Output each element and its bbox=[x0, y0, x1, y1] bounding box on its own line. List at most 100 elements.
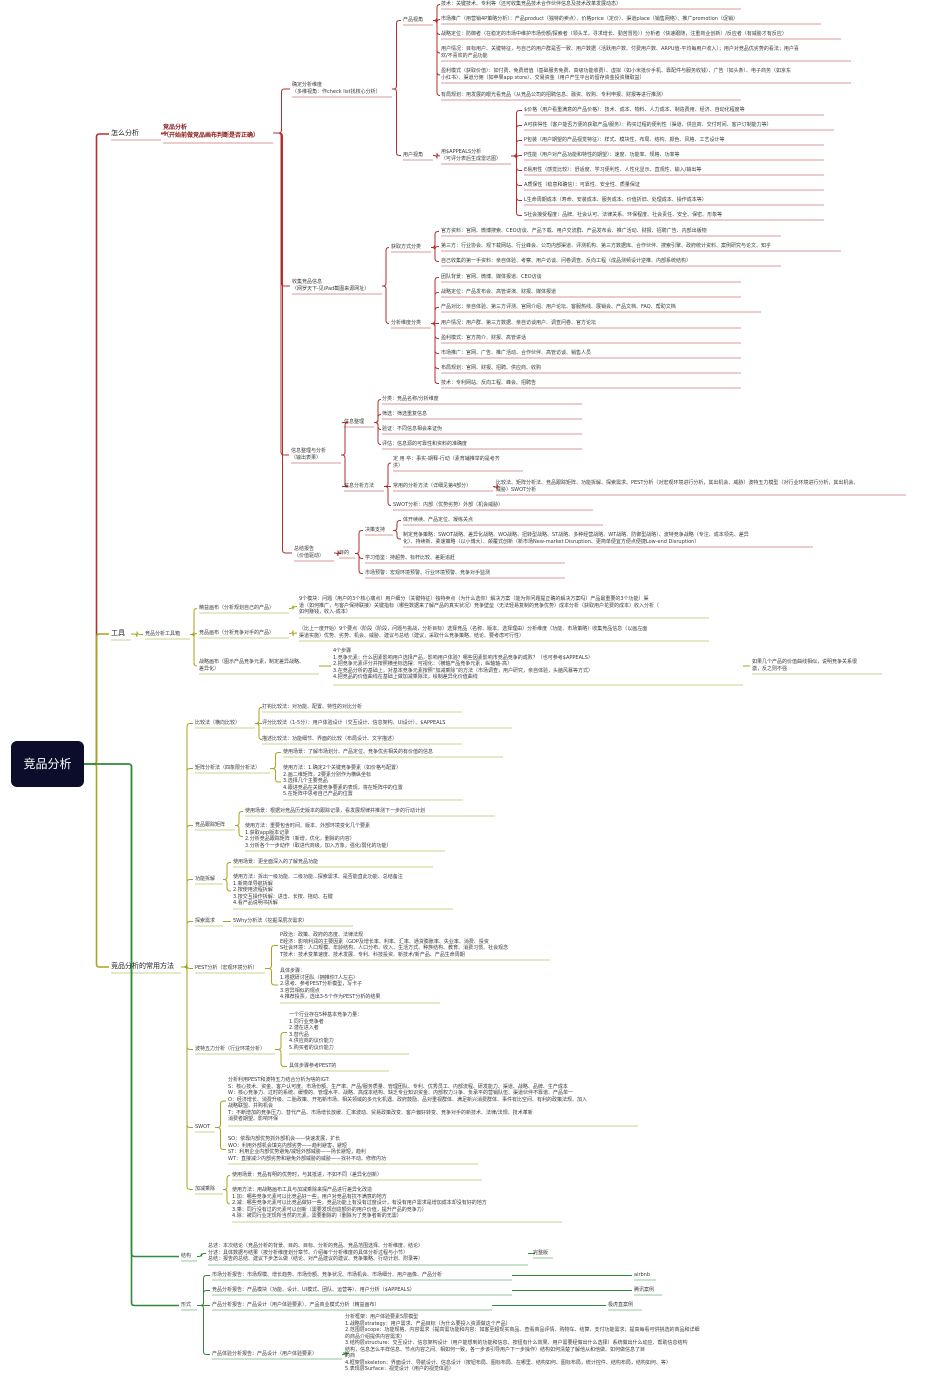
mindmap-node-l2a[interactable]: （比上一度开始）9个要点（阶段（阶段，问题与挑战，分析目标）选择竞品（名称、版本… bbox=[299, 626, 648, 639]
mindmap-node-b2[interactable]: 工具 bbox=[111, 629, 125, 637]
mindmap-node-m1b[interactable]: 评分比较法（1-5分）：用户体验设计（交互设计、信息架构、UI设计）、$APPE… bbox=[262, 720, 446, 726]
mindmap-node-m9a[interactable]: 使用场景：竞品有明的优势时，与其抵进，不如不同（差异化创新） bbox=[232, 1172, 383, 1178]
mindmap-node-f1[interactable]: $价格（用户看重满意的产品价格）：技术、成本、物料、人力成本、制造费用、经济、自… bbox=[524, 107, 745, 113]
mindmap-node-n1[interactable]: 结构 bbox=[181, 1253, 192, 1259]
mindmap-node-d4[interactable]: 分析维度分类 bbox=[391, 320, 422, 326]
mindmap-node-h3[interactable]: 产品对比：亲自体验、第三方评测、官网介绍、用户论坛、客服热线、展销会、产品文档、… bbox=[441, 304, 676, 310]
mindmap-node-l1[interactable]: 精益画布（分析规划自己的产品） bbox=[199, 605, 275, 611]
mindmap-node-c2[interactable]: 收集竞品信息 （网罗天下-见iPad截图来源网址） bbox=[292, 279, 370, 292]
mindmap-node-g3[interactable]: 自己收集的第一手资料：亲自体验、考察、用户访谈、问卷调查、反向工程（成品测频设计… bbox=[441, 258, 692, 264]
mindmap-node-m9[interactable]: 加减乘除 bbox=[195, 1186, 216, 1192]
mindmap-node-m7[interactable]: 波特五力分析（行业环境分析） bbox=[195, 1046, 266, 1052]
mindmap-node-n1b[interactable]: 完整版 bbox=[533, 1250, 549, 1256]
mindmap-node-b2a[interactable]: 竞品分析工具箱 bbox=[145, 631, 181, 637]
mindmap-node-k1[interactable]: 决策支持 bbox=[365, 527, 386, 533]
mindmap-node-m3a[interactable]: 使用场景：根据对竞品历史版本的跟踪记录，看发展规律并推测下一步的行动计划 bbox=[245, 808, 426, 814]
mindmap-node-d2[interactable]: 用户视角 bbox=[403, 152, 424, 158]
mindmap-node-n2b[interactable]: 竞品分析报告：产品模块（功能、设计、UI模式、团队、运营等）、用户分析（$APP… bbox=[212, 1287, 415, 1293]
mindmap-node-d5[interactable]: 信息整理 bbox=[344, 419, 365, 425]
mindmap-node-d6[interactable]: 信息分析方法 bbox=[344, 483, 375, 489]
mindmap-node-e5[interactable]: 盈利模式（获取价值）：如付费、免费增值（基础服务免费、高级功能收费）、虚拟（如小… bbox=[441, 68, 792, 81]
mindmap-node-h1[interactable]: 团队背景：官网、微博、媒体报道、CEO访谈 bbox=[441, 274, 542, 280]
mindmap-node-m3[interactable]: 竞品跟踪矩阵 bbox=[195, 822, 226, 828]
mindmap-node-n2c1[interactable]: 极虎直案例 bbox=[608, 1302, 634, 1308]
mindmap-node-j3[interactable]: SWOT分析：内部（优势劣势）外部（机会威胁） bbox=[393, 502, 504, 508]
mindmap-node-m6a[interactable]: P政治：政策、政府的态度、法律法规 E经济：影响利润的主要因素（GDP及增长率、… bbox=[280, 932, 509, 958]
mindmap-node-c4[interactable]: 总结报告 （价值驱动） bbox=[294, 546, 325, 559]
mindmap-node-m9b[interactable]: 使用方法：用战略画布工具与加减乘除来探产品进行差异化改造 1.加：哪些竞争元素可… bbox=[232, 1187, 487, 1219]
mindmap-node-n2[interactable]: 形式 bbox=[181, 1302, 192, 1308]
mindmap-node-d7[interactable]: 目的 bbox=[339, 550, 350, 556]
mindmap-node-f6[interactable]: A质保性（稳意和确信）：可靠性、安全性、质量保证 bbox=[524, 182, 640, 188]
mindmap-node-l3[interactable]: 战略画布（图示产品竞争元素，制定差异战略、 差异化） bbox=[199, 659, 305, 672]
mindmap-node-m5a[interactable]: 5Why分析法（挖掘深层次需求） bbox=[233, 918, 308, 924]
mindmap-node-n2a1[interactable]: airbnb bbox=[634, 1272, 651, 1278]
mindmap-node-e6[interactable]: 有局规划：用发展的眼光看竞品（从竞品公司的招聘信息、融资、收购、专利申报、财报等… bbox=[441, 92, 667, 98]
mindmap-node-m2a[interactable]: 使用场景：了解市场划分、产品定位、竞争优劣相关的有价值的信息 bbox=[283, 749, 434, 755]
mindmap-node-n2d1[interactable]: 分析框架：用户体验要素5层模型 1.战略层strategy：用户需求、产品目标（… bbox=[345, 1314, 700, 1372]
mindmap-node-j1[interactable]: 定 用 卒：事实-期释-行动（素育辅推举的是考齐 洪） bbox=[393, 456, 500, 469]
mindmap-node-g2[interactable]: 第三方：行业协会、观下载网站、行业峰会、公司内部渠道、评测机构、第三方数据库、合… bbox=[441, 243, 772, 249]
mindmap-node-m3b[interactable]: 使用方法：重要包含时间、版本、外部环境变化几个要素 1.获取app版本记录 2.… bbox=[245, 823, 392, 849]
mindmap-node-m4b[interactable]: 使用方法：拆出一级功能、二级功能...探索需求、是否能直此功能、总结备注 1.新… bbox=[233, 874, 403, 906]
mindmap-node-e4[interactable]: 用户情况：目标用户、关键特征，与自己的用户群是否一致、用户数据（活跃用户数、付费… bbox=[441, 46, 799, 59]
mindmap-node-m2b[interactable]: 使用方法：1.确定2个关键竞争要素（如价格与配置） 2.画二维矩阵，2要素分别作… bbox=[283, 765, 403, 797]
mindmap-node-m4a[interactable]: 使用场景：更全面深入的了解竞品功能 bbox=[233, 859, 319, 865]
mindmap-node-f5[interactable]: E易用性（感觉比较）：舒适度、学习便利性、人性化显示、直观性、输入/输出等 bbox=[524, 167, 702, 173]
mindmap-node-k1b[interactable]: 制定竞争策略：SWOT战略、差异化战略、WO战略、扭转型战略、ST战略、多种经营… bbox=[403, 532, 749, 545]
mindmap-node-f4[interactable]: P性能（用户对产品功能和特性的期望）：速度、功能率、规格、功率等 bbox=[524, 152, 680, 158]
mindmap-node-e2[interactable]: 市场推广（用营销4P策略分析）：产品product（独特的卖点）、价格price… bbox=[441, 16, 739, 22]
mindmap-node-i1[interactable]: 分类：竞品名称/分析维度 bbox=[382, 396, 439, 402]
mindmap-node-k3[interactable]: 市场预警：宏观环境预警、行业环境预警、竞争对手监测 bbox=[365, 570, 491, 576]
mindmap-node-m8a[interactable]: 分析利用PEST和波特五力结合分析为啥的IGT: S：核心技术、资金、客户认可度… bbox=[228, 1077, 587, 1122]
mindmap-node-i2[interactable]: 筛选：筛选重复信息 bbox=[382, 411, 428, 417]
mindmap-node-b3[interactable]: 竞品分析的常用方法 bbox=[111, 962, 174, 970]
mindmap-node-n2c[interactable]: 产品分析报告：产品设计（用户体验要素）、产品商业模式分析（精益画布） bbox=[212, 1302, 380, 1308]
mindmap-node-n2d[interactable]: 产品体验分析报告：产品设计（用户体验要素） bbox=[212, 1351, 318, 1357]
mindmap-node-d3[interactable]: 获取方式分类 bbox=[391, 244, 422, 250]
mindmap-node-f3[interactable]: P包装（用户期望的产品视觉特征）：样式、模块性、布局、结构、颜色、风格、工艺设计… bbox=[524, 137, 725, 143]
mindmap-node-l3a[interactable]: 4个步骤 1.竞争元素：什么因素影响用户选择产品，影响用户体验？哪些因素影响市竞… bbox=[333, 648, 593, 680]
mindmap-node-m4[interactable]: 功能拆解 bbox=[195, 876, 216, 882]
mindmap-node-k1a[interactable]: 体开续续、产品定位、凝练关点 bbox=[403, 517, 474, 523]
mindmap-node-c3[interactable]: 信息整理与分析 （输出表果） bbox=[291, 448, 327, 461]
mindmap-node-j2[interactable]: 常用的分析方法（详细见第4部分） bbox=[393, 483, 472, 489]
mindmap-node-m1c[interactable]: 描述比较法：功能细节、界面的比较（布局设计、文字描述） bbox=[262, 736, 398, 742]
mindmap-node-h8[interactable]: 技术：专利网站、反向工程、峰会、招聘告 bbox=[441, 380, 537, 386]
mindmap-node-j2a[interactable]: 比较法、矩阵分析法、竞品跟踪矩阵、功能拆解、探索需求、PEST分析（对宏观环境进… bbox=[496, 480, 859, 493]
mindmap-node-n1a[interactable]: 总述：本次结论（竞品分析的背景、目的、目标、分析的竞品、竞品范围选择、分析维度、… bbox=[208, 1243, 424, 1262]
mindmap-node-m6[interactable]: PEST分析（宏观环境分析） bbox=[195, 965, 258, 971]
mindmap-node-i3[interactable]: 验证：不同信息相会来证伪 bbox=[382, 426, 443, 432]
mindmap-node-m1a[interactable]: 打钩比较法：对功能、配置、特性的对比分析 bbox=[262, 704, 363, 710]
mindmap-node-m5[interactable]: 探索需求 bbox=[195, 918, 216, 924]
mindmap-node-f7[interactable]: L生命周期成本（寿命、安装成本、服务成本、价值折旧、处理成本、操作成本等） bbox=[524, 197, 707, 203]
mindmap-node-h5[interactable]: 盈利模式：官方简介、财报、高管讲话 bbox=[441, 335, 527, 341]
mindmap-node-i4[interactable]: 评估：信息源的可靠性和资料的准确度 bbox=[382, 441, 468, 447]
mindmap-node-m7a[interactable]: 一个行业存在5种基本竞争力量： 1.同行业竞争者 2.潜在进入者 3.替代品 4… bbox=[289, 1012, 363, 1051]
mindmap-node-l3b[interactable]: 如果几个产品的价值曲线相似，说明竞争关系很 激，反之则不强 bbox=[752, 659, 858, 672]
mindmap-node-e1[interactable]: 技术：关键技术、专利等（还可收集竞品技术合作伙伴信息及技术改革发展动态） bbox=[441, 1, 622, 7]
mindmap-node-h7[interactable]: 布局规划：官网、财报、招聘、供应商、收购 bbox=[441, 365, 542, 371]
root-node[interactable]: 竞品分析 bbox=[11, 741, 84, 787]
mindmap-node-f2[interactable]: A可获得性（客户能否方便的获取产品/服务）：购买过程的便利性（渠道、供应商、交付… bbox=[524, 122, 772, 128]
mindmap-node-m8b[interactable]: SO：依靠内部优势抓外部机会——快速发展，扩长 WO：利用外部机会填充内部劣势—… bbox=[228, 1136, 387, 1162]
mindmap-node-k2[interactable]: 学习借鉴：持超势、标杆比较、差距追赶 bbox=[365, 555, 456, 561]
mindmap-node-e3[interactable]: 战略定位：防御者（在稳定的市场中维护市场份额/探索者（领头羊，寻求增长、勤苦冒险… bbox=[441, 31, 787, 37]
mindmap-node-d2a[interactable]: 用$APPEALS分析 （可评分表后生成雷达图） bbox=[441, 149, 502, 162]
mindmap-node-n2a[interactable]: 市场分析报告：市场规模、增长趋势、市场份额、竞争状况、市场机会、市场细分、用户画… bbox=[212, 1272, 443, 1278]
mindmap-node-m1[interactable]: 比较法（横向比较） bbox=[195, 720, 241, 726]
mindmap-node-h4[interactable]: 用户情况：用户群、第三方数据、亲自访谈用户、调查问卷、官方论坛 bbox=[441, 320, 597, 326]
mindmap-node-m7b[interactable]: 具体步骤参考PEST的 bbox=[289, 1063, 337, 1069]
mindmap-node-f8[interactable]: S社会接受程度：品牌、社会认可、法律关系、环保程度、社会责任、安全、保密、形象等 bbox=[524, 212, 723, 218]
mindmap-node-h6[interactable]: 市场推广：官网、广告、推广活动、合作伙伴、高管访谈、销售人员 bbox=[441, 350, 592, 356]
mindmap-node-c1[interactable]: 确定分析维度 （多维视角：作check list找核心分析） bbox=[292, 82, 381, 95]
mindmap-node-g1[interactable]: 官方资料：官网、微博搜索、CEO访谈、产品下载、用户交流群、产品发布会、推广活动… bbox=[441, 228, 707, 234]
mindmap-node-l2[interactable]: 竞品画布（分析竞争对手的产品） bbox=[199, 630, 275, 636]
mindmap-node-d1[interactable]: 产品视角 bbox=[403, 17, 424, 23]
mindmap-node-b1[interactable]: 怎么分析 bbox=[111, 129, 139, 137]
mindmap-node-b1a[interactable]: 竞品分析 （开始前做竞品画布判断是否正确） bbox=[163, 124, 260, 139]
mindmap-node-n2b1[interactable]: 腾讯案例 bbox=[634, 1287, 655, 1293]
mindmap-node-m2[interactable]: 矩阵分析法（四象限分析法） bbox=[195, 765, 261, 771]
mindmap-node-m6b[interactable]: 具体步骤： 1.根据研讨团队（拥推你7人左右） 2.思考、参考PEST分析模型，… bbox=[280, 968, 381, 1000]
mindmap-node-m8[interactable]: SWOT bbox=[195, 1124, 211, 1130]
